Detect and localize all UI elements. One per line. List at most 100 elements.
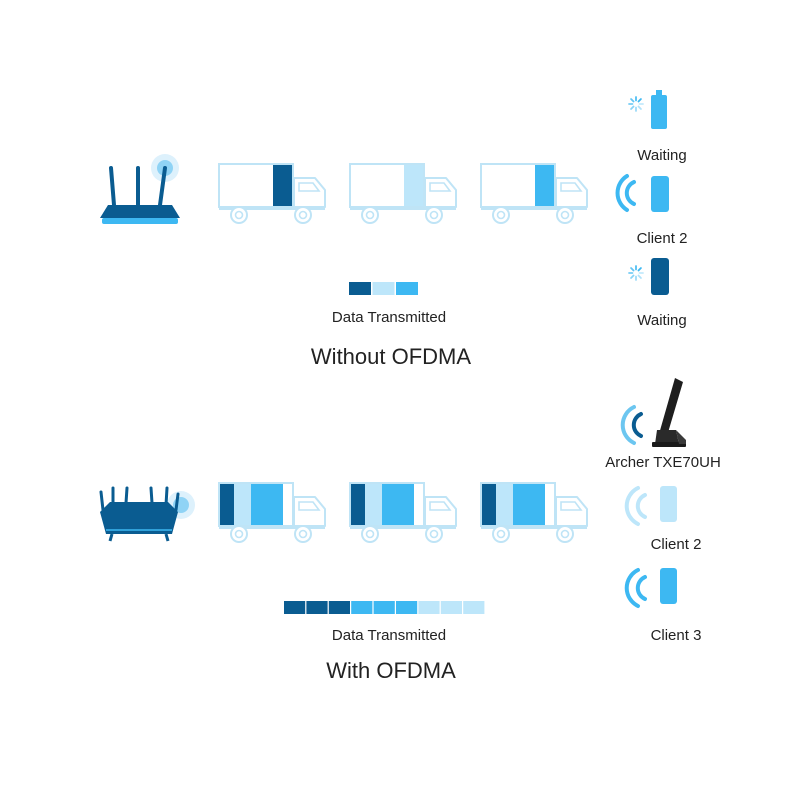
truck-cab [555, 177, 588, 208]
legend-segment [396, 601, 418, 614]
legend-segment [372, 282, 395, 295]
truck-wheel [361, 206, 379, 224]
truck-icon [480, 163, 588, 224]
legend-segment [440, 601, 462, 614]
client-label: Waiting [637, 312, 686, 329]
legend-segment [284, 601, 306, 614]
truck-hub [496, 210, 506, 220]
client-label: Client 2 [651, 536, 702, 553]
truck-wheel [425, 206, 443, 224]
spinner-tick [637, 98, 642, 103]
spinner-tick [630, 267, 635, 272]
truck-load [382, 484, 414, 525]
truck-load [234, 484, 251, 525]
legend-segment [351, 601, 373, 614]
truck-load [513, 484, 545, 525]
truck-hub [496, 529, 506, 539]
legend-segment [463, 601, 485, 614]
truck-hub [234, 529, 244, 539]
signal-waves-icon [624, 486, 647, 526]
client-label: Client 3 [651, 627, 702, 644]
truck-wheel [556, 525, 574, 543]
truck-load [404, 165, 423, 206]
loading-icon [628, 96, 644, 112]
spinner-tick [637, 267, 642, 272]
spinner-tick [630, 98, 635, 103]
truck-wheel [230, 206, 248, 224]
truck-hub [365, 210, 375, 220]
top-client-2: Client 2 [615, 174, 688, 247]
spinner-tick [637, 105, 642, 110]
legend-segment [306, 601, 328, 614]
top-trucks [218, 163, 588, 224]
truck-window [429, 182, 452, 192]
truck-hub [560, 210, 570, 220]
truck-wheel [492, 525, 510, 543]
truck-window [298, 501, 321, 511]
signal-waves-icon [624, 568, 647, 608]
phone-icon [660, 568, 677, 604]
truck-wheel [294, 206, 312, 224]
truck-load [351, 484, 365, 525]
top-title: Without OFDMA [311, 344, 471, 369]
truck-load [220, 484, 234, 525]
truck-hub [298, 210, 308, 220]
bottom-legend-label: Data Transmitted [332, 627, 446, 644]
bottom-trucks [218, 482, 588, 543]
truck-window [429, 501, 452, 511]
truck-cab [555, 496, 588, 527]
phone-icon [651, 90, 667, 129]
truck-hub [560, 529, 570, 539]
usb-adapter-icon [652, 378, 686, 447]
truck-icon [218, 482, 326, 543]
phone-icon [660, 486, 677, 522]
truck-load [482, 484, 496, 525]
truck-cab [424, 177, 457, 208]
client-label: Waiting [637, 147, 686, 164]
truck-hub [234, 210, 244, 220]
wifi-router-icon [100, 154, 180, 224]
mesh-router-icon [99, 486, 195, 542]
truck-wheel [294, 525, 312, 543]
spinner-tick [630, 105, 635, 110]
bottom-client-2: Client 2 [624, 486, 702, 553]
bottom-client-3: Client 3 [624, 568, 702, 644]
truck-wheel [361, 525, 379, 543]
spinner-tick [630, 274, 635, 279]
bottom-title: With OFDMA [326, 658, 456, 683]
phone-icon [651, 176, 669, 212]
top-client-1: Waiting [628, 90, 687, 164]
legend-segment [373, 601, 395, 614]
truck-wheel [230, 525, 248, 543]
phone-icon [651, 258, 669, 295]
spinner-tick [637, 274, 642, 279]
bottom-client-1: Archer TXE70UH [605, 378, 721, 471]
truck-load [535, 165, 554, 206]
top-section: Data Transmitted Without OFDMA Waiting C… [100, 90, 687, 369]
truck-load [496, 484, 513, 525]
client-label: Archer TXE70UH [605, 454, 721, 471]
legend-segment [418, 601, 440, 614]
legend-segment [349, 282, 371, 295]
truck-window [298, 182, 321, 192]
bottom-data-legend-bar [284, 601, 485, 614]
truck-wheel [492, 206, 510, 224]
truck-window [560, 182, 583, 192]
legend-segment [396, 282, 418, 295]
top-client-3: Waiting [628, 258, 687, 329]
signal-waves-icon [615, 174, 636, 212]
client-label: Client 2 [637, 230, 688, 247]
truck-icon [480, 482, 588, 543]
loading-icon [628, 265, 644, 281]
signal-waves-icon [620, 405, 643, 445]
truck-icon [349, 482, 457, 543]
truck-icon [218, 163, 326, 224]
truck-hub [298, 529, 308, 539]
truck-wheel [556, 206, 574, 224]
bottom-section: Data Transmitted With OFDMA Archer TXE70… [99, 378, 721, 683]
truck-hub [429, 210, 439, 220]
top-legend-label: Data Transmitted [332, 309, 446, 326]
truck-cab [424, 496, 457, 527]
truck-cab [293, 177, 326, 208]
truck-wheel [425, 525, 443, 543]
